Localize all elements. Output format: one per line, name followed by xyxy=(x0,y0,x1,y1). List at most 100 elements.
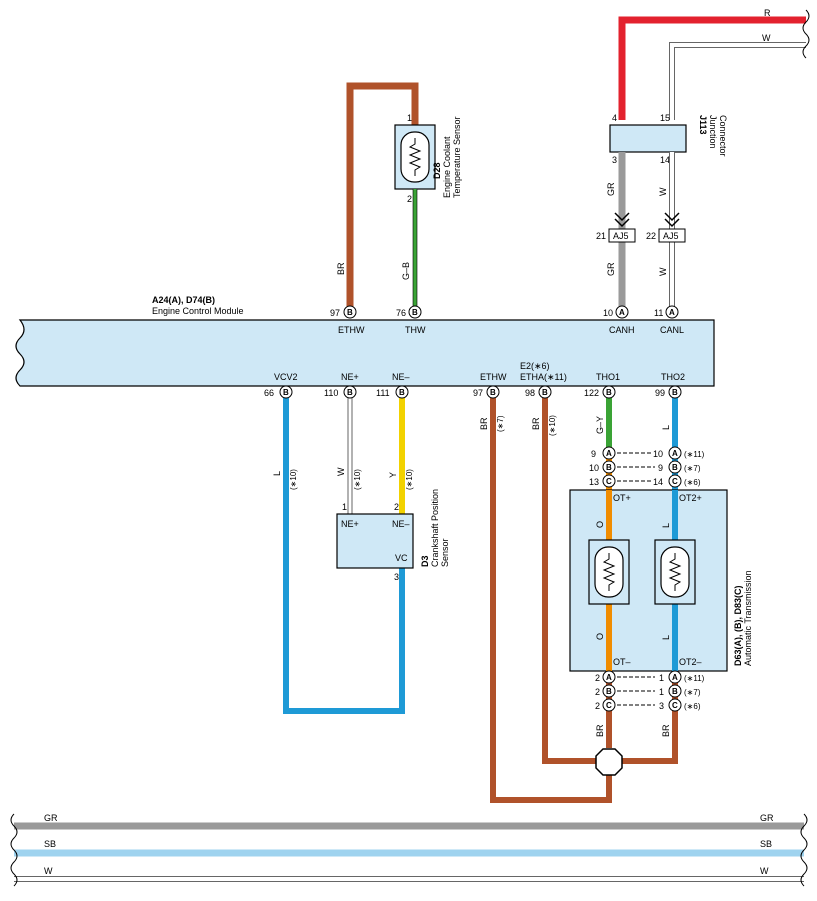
svg-text:11: 11 xyxy=(654,308,663,318)
svg-text:14: 14 xyxy=(653,477,663,487)
transmission-code: D63(A), (B), D83(C) xyxy=(733,585,743,666)
svg-text:1: 1 xyxy=(659,673,664,683)
ecm-top-pin-canh: 10 A CANH xyxy=(603,305,635,335)
l-label-ot2-1: L xyxy=(661,523,671,528)
svg-text:(∗6): (∗6) xyxy=(684,478,701,487)
svg-text:B: B xyxy=(606,463,612,472)
svg-text:B: B xyxy=(399,388,405,397)
br-label-top: BR xyxy=(336,262,346,275)
r-wire xyxy=(618,16,806,120)
junction-pin-14: 14 xyxy=(660,155,670,165)
junction-pin-4: 4 xyxy=(612,113,617,123)
ecm-label-ne-minus: NE– xyxy=(392,372,410,382)
chevron-down-icon xyxy=(664,212,680,228)
svg-text:A: A xyxy=(672,449,678,458)
svg-text:(∗7): (∗7) xyxy=(684,464,701,473)
svg-text:2: 2 xyxy=(595,673,600,683)
svg-text:10: 10 xyxy=(653,449,663,459)
aj5-connector-left xyxy=(608,228,636,243)
svg-text:10: 10 xyxy=(603,308,613,318)
aj5-pin-right: 22 xyxy=(646,231,656,241)
ecm-code: A24(A), D74(B) xyxy=(152,295,215,305)
l-wire-vcv2 xyxy=(283,398,405,714)
ecm-box xyxy=(15,319,715,387)
coolant-name-2: Temperature Sensor xyxy=(452,116,462,198)
o-label-1: O xyxy=(595,521,605,528)
junction-name-2: Connector xyxy=(718,115,728,157)
transmission-name: Automatic Transmission xyxy=(743,570,753,666)
ecm-bottom-pin-vcv2: 66 B xyxy=(264,385,293,399)
l-label-ot2-2: L xyxy=(661,635,671,640)
w-label-ne-plus: W xyxy=(336,467,346,476)
note10-ne-minus: (∗10) xyxy=(405,469,414,490)
svg-text:2: 2 xyxy=(595,701,600,711)
aj5-connector-right xyxy=(658,228,686,243)
svg-text:B: B xyxy=(490,388,496,397)
svg-text:CANH: CANH xyxy=(609,325,635,335)
svg-text:B: B xyxy=(606,388,612,397)
aj5-pin-left: 21 xyxy=(596,231,606,241)
svg-text:B: B xyxy=(672,463,678,472)
note10-etha: (∗10) xyxy=(548,415,557,436)
aj5-label-left: AJ5 xyxy=(613,231,629,241)
ot2-minus-label: OT2– xyxy=(679,657,702,667)
transmission-upper-connectors: 9 A 10 A (∗11) 10 B 9 B (∗7) 13 C 14 C (… xyxy=(589,446,705,490)
br-wire-ethw-lower xyxy=(490,398,612,803)
l-label-vcv2: L xyxy=(272,471,282,476)
svg-text:1: 1 xyxy=(659,687,664,697)
br-label-ethw: BR xyxy=(479,417,489,430)
svg-text:B: B xyxy=(542,388,548,397)
ecm-label-vcv2: VCV2 xyxy=(274,372,298,382)
svg-text:A: A xyxy=(672,673,678,682)
svg-text:97: 97 xyxy=(330,308,340,318)
svg-text:B: B xyxy=(672,687,678,696)
junction-pin-15: 15 xyxy=(660,113,670,123)
gb-label: G–B xyxy=(401,262,411,280)
svg-text:B: B xyxy=(412,308,418,317)
svg-text:76: 76 xyxy=(396,308,406,318)
bus-w: W W xyxy=(14,866,804,882)
svg-text:(∗6): (∗6) xyxy=(684,702,701,711)
svg-text:(∗11): (∗11) xyxy=(684,450,705,459)
ecm-top-pin-thw: 76 B THW xyxy=(396,305,426,335)
br-label-lower-1: BR xyxy=(595,724,605,737)
o-label-2: O xyxy=(595,633,605,640)
w-label-1: W xyxy=(658,187,668,196)
svg-text:C: C xyxy=(606,701,612,710)
svg-text:ETHW: ETHW xyxy=(338,325,365,335)
svg-text:98: 98 xyxy=(525,388,535,398)
ecm-bottom-pin-ne-plus: 110 B xyxy=(324,385,357,399)
svg-text:3: 3 xyxy=(659,701,664,711)
ecm-label-etha: ETHA(∗11) xyxy=(520,372,567,382)
svg-text:A: A xyxy=(606,449,612,458)
svg-text:9: 9 xyxy=(591,449,596,459)
svg-text:B: B xyxy=(672,388,678,397)
svg-text:W: W xyxy=(760,866,769,876)
crank-name-2: Sensor xyxy=(440,538,450,567)
svg-text:A: A xyxy=(619,308,625,317)
note10-vcv2: (∗10) xyxy=(289,469,298,490)
gr-label-1: GR xyxy=(606,182,616,196)
ecm-name: Engine Control Module xyxy=(152,306,244,316)
ecm-label-e2: E2(∗6) xyxy=(520,361,550,371)
crank-pin-3: 3 xyxy=(394,572,399,582)
coolant-name-1: Engine Coolant xyxy=(442,136,452,198)
svg-text:GR: GR xyxy=(44,813,58,823)
crank-pin-2: 2 xyxy=(394,502,399,512)
br-label-etha: BR xyxy=(531,417,541,430)
note10-ne-plus: (∗10) xyxy=(353,469,362,490)
ecm-top-pin-ethw: 97 B ETHW xyxy=(330,305,365,335)
crank-sensor-box xyxy=(336,513,414,569)
aj5-label-right: AJ5 xyxy=(663,231,679,241)
junction-pin-3: 3 xyxy=(612,155,617,165)
svg-text:CANL: CANL xyxy=(660,325,684,335)
w-label-2: W xyxy=(658,267,668,276)
splice-point xyxy=(595,748,623,776)
crank-code: D3 xyxy=(420,555,430,567)
gy-label: G–Y xyxy=(595,416,605,434)
junction-name-1: Junction xyxy=(708,115,718,149)
junction-code: J113 xyxy=(698,115,708,135)
svg-text:66: 66 xyxy=(264,388,274,398)
bus-sb: SB SB xyxy=(14,839,804,857)
svg-text:111: 111 xyxy=(376,388,390,398)
